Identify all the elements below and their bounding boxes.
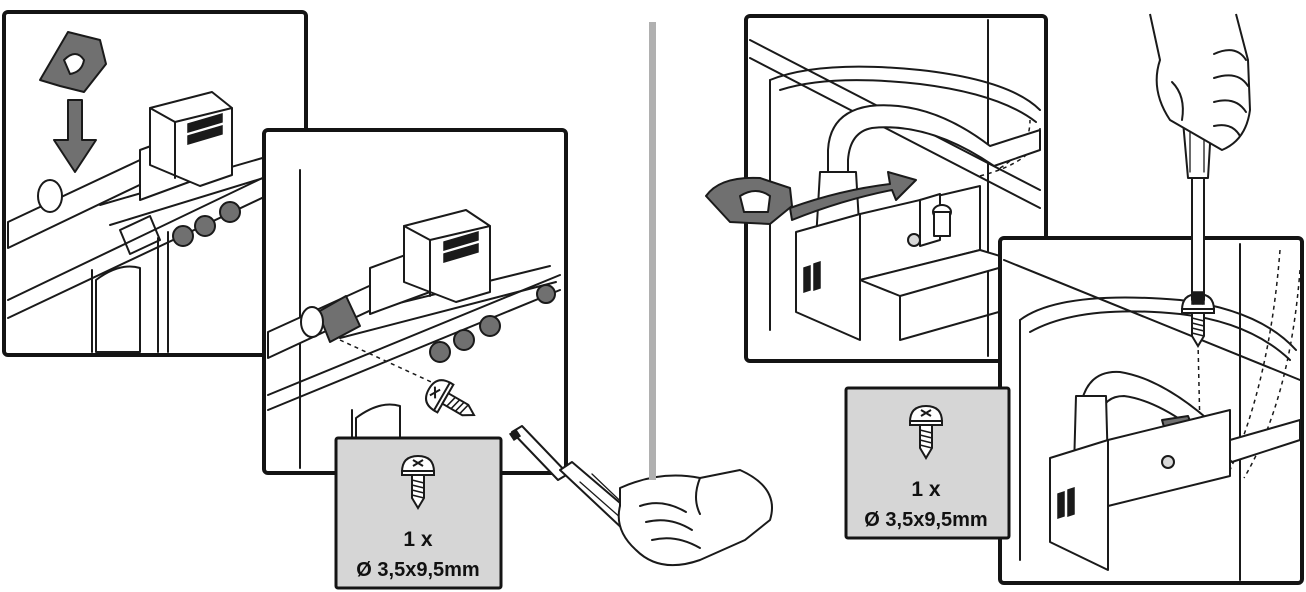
hand-with-screwdriver-left	[508, 425, 773, 567]
hand-with-screwdriver-right	[1149, 13, 1251, 305]
left-step: 1 x Ø 3,5x9,5mm	[2, 10, 773, 590]
step-divider	[649, 22, 656, 480]
main-panel-screw-fastening	[262, 128, 568, 475]
screw-spec-label-left: 1 x Ø 3,5x9,5mm	[334, 436, 503, 590]
detail-panel-cable-clip	[705, 14, 1048, 363]
screw-dimension: Ø 3,5x9,5mm	[864, 509, 987, 531]
screw-dimension: Ø 3,5x9,5mm	[356, 559, 479, 581]
screw-quantity: 1 x	[911, 478, 941, 501]
detail-panel-clip-insertion	[2, 10, 308, 357]
screw-quantity: 1 x	[403, 528, 433, 551]
main-panel-clip-screw	[998, 236, 1304, 585]
right-step: 1 x Ø 3,5x9,5mm	[705, 13, 1304, 585]
screw-spec-label-right: 1 x Ø 3,5x9,5mm	[844, 386, 1011, 540]
